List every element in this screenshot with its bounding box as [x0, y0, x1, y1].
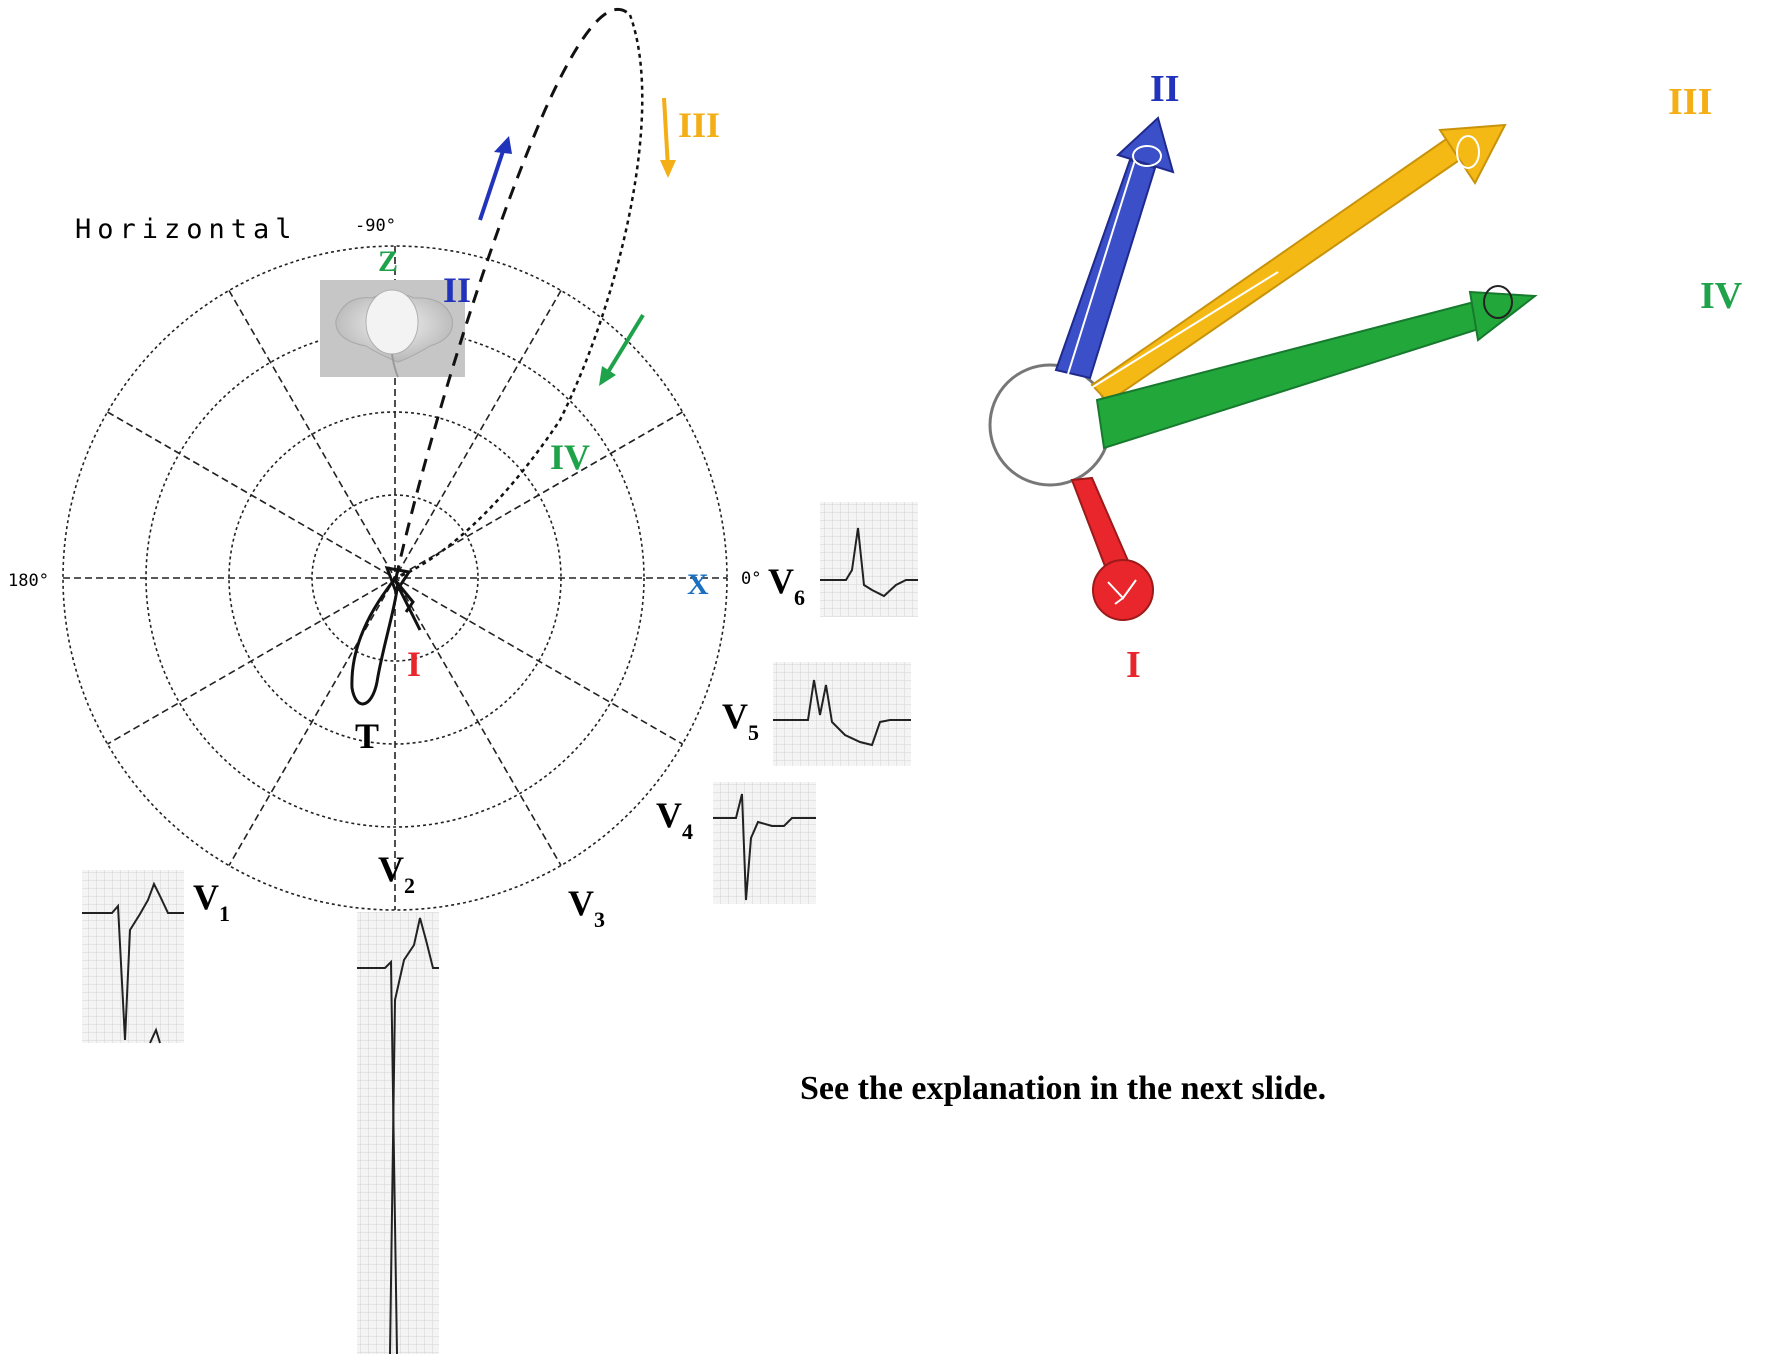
arrow-iv: [603, 313, 645, 379]
lead-label-v1: V1: [193, 877, 230, 926]
ecg-strip-v4: [713, 782, 816, 904]
lead-label-v6: V6: [768, 561, 805, 610]
loop-return: [395, 14, 644, 580]
vector-origin-circle: [988, 363, 1112, 487]
chart-title: Horizontal: [75, 214, 298, 245]
angle-label-right: 0°: [741, 569, 761, 589]
explanation-caption: See the explanation in the next slide.: [800, 1070, 1327, 1107]
svg-text:V3: V3: [568, 883, 605, 932]
lead-letter: V: [722, 696, 748, 736]
lead-subscript: 1: [219, 901, 230, 926]
lead-subscript: 2: [404, 873, 415, 898]
vector-label-i: I: [1126, 644, 1141, 686]
vector-arrow-ii: [1054, 116, 1175, 380]
angle-label-top: -90°: [355, 216, 396, 236]
t-loop: [350, 566, 422, 706]
loop-outbound: [394, 7, 632, 579]
vector-arrow-iv: [1095, 285, 1538, 450]
vector-label-iv: IV: [1700, 275, 1743, 317]
lead-label-v5: V5: [722, 696, 759, 745]
svg-text:V2: V2: [378, 849, 415, 898]
ecg-strip-v1: [82, 870, 184, 1044]
axis-label-z: Z: [378, 245, 398, 278]
qrs-loop: [394, 7, 644, 580]
lead-subscript: 5: [748, 720, 759, 745]
loop-label-ii: II: [443, 270, 471, 310]
vector-arrow-iii: [1087, 123, 1507, 404]
lead-label-v4: V4: [656, 795, 693, 844]
svg-text:V5: V5: [722, 696, 759, 745]
axis-label-x: X: [687, 568, 709, 601]
ecg-strip-v5: [773, 662, 911, 766]
arrow-iii: [662, 97, 670, 169]
lead-letter: V: [568, 883, 594, 923]
arrow-ii: [478, 144, 507, 221]
t-loop-label: T: [355, 716, 379, 756]
polar-ring-4: [62, 245, 728, 911]
vector-arrow-i: [1070, 476, 1154, 621]
angle-label-left: 180°: [8, 571, 49, 591]
loop-label-iv: IV: [550, 437, 590, 477]
svg-text:V4: V4: [656, 795, 693, 844]
loop-label-i: I: [407, 644, 421, 684]
lead-subscript: 3: [594, 907, 605, 932]
svg-text:V6: V6: [768, 561, 805, 610]
heart-image: [320, 280, 465, 378]
svg-text:V1: V1: [193, 877, 230, 926]
direction-arrows: [478, 97, 676, 386]
lead-letter: V: [768, 561, 794, 601]
lead-letter: V: [656, 795, 682, 835]
vector-label-ii: II: [1150, 68, 1180, 110]
vector-label-iii: III: [1668, 81, 1712, 123]
lead-label-v2: V2: [378, 849, 415, 898]
vector-diagram: II III IV I: [988, 68, 1743, 686]
lead-subscript: 4: [682, 819, 693, 844]
loop-label-iii: III: [678, 105, 720, 145]
lead-letter: V: [378, 849, 404, 889]
ecg-strip-v6: [820, 502, 918, 617]
lead-subscript: 6: [794, 585, 805, 610]
lead-letter: V: [193, 877, 219, 917]
lead-label-v3: V3: [568, 883, 605, 932]
ecg-strip-v2: [357, 912, 439, 1354]
